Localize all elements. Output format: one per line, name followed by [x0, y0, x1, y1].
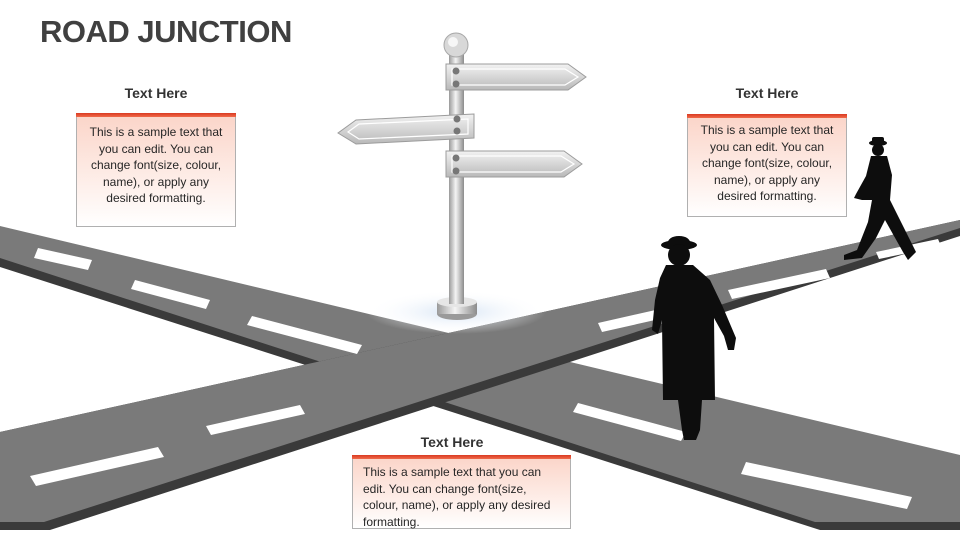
man-in-coat-icon [652, 236, 736, 440]
road-left-bottom-to-right-top [0, 220, 960, 530]
callout-box-left[interactable]: This is a sample text that you can edit.… [76, 113, 236, 227]
page-title: ROAD JUNCTION [40, 14, 292, 49]
callout-body-left: This is a sample text that you can edit.… [89, 125, 223, 205]
signpost-icon [337, 32, 587, 334]
lane-marks-road-b [30, 239, 941, 486]
lane-marks-road-a [34, 248, 912, 509]
callout-box-right[interactable]: This is a sample text that you can edit.… [687, 114, 847, 217]
walking-man-icon [844, 137, 916, 260]
callout-heading-bottom: Text Here [420, 434, 484, 450]
callout-body-right: This is a sample text that you can edit.… [700, 123, 834, 203]
callout-heading-right: Text Here [735, 85, 799, 101]
callout-box-bottom[interactable]: This is a sample text that you can edit.… [352, 455, 571, 529]
callout-heading-left: Text Here [124, 85, 188, 101]
callout-body-bottom: This is a sample text that you can edit.… [363, 465, 551, 529]
